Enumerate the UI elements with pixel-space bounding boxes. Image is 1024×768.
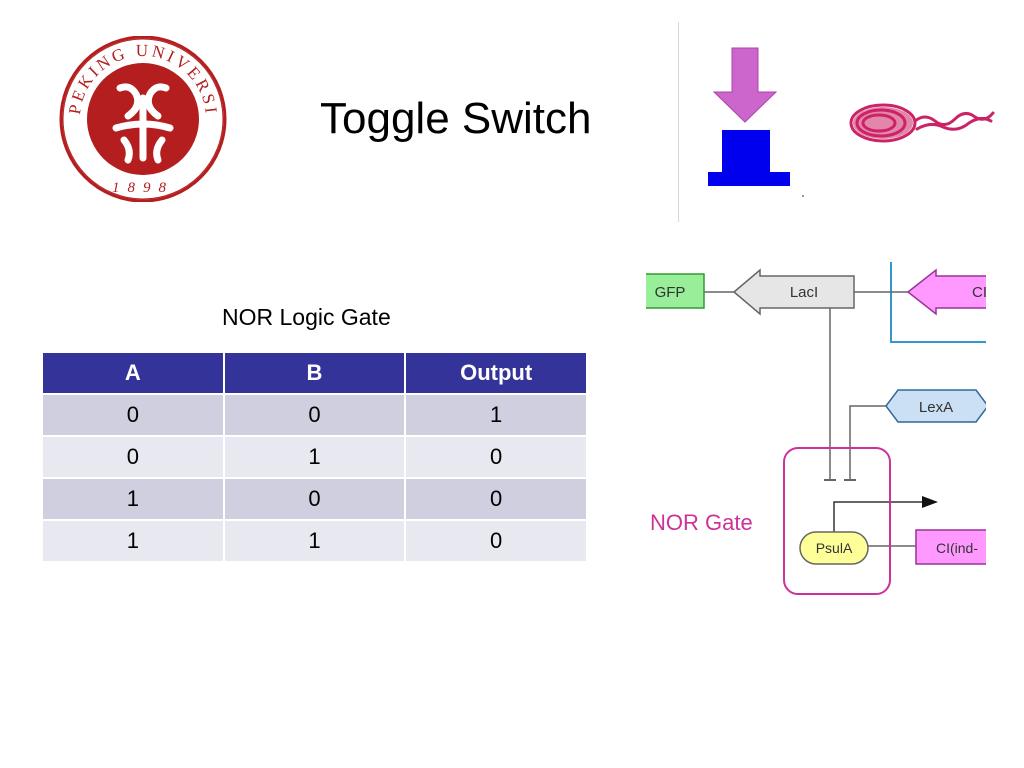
cell-output: 1 xyxy=(404,393,588,437)
nor-truth-table: A B Output 0 0 1 0 1 0 1 0 0 1 1 0 xyxy=(41,351,588,563)
table-row: 1 1 0 xyxy=(41,519,588,563)
toggle-switch-arrow-icon xyxy=(708,47,804,197)
lexa-node xyxy=(885,389,986,423)
cell-b: 0 xyxy=(222,393,407,437)
cell-a: 0 xyxy=(41,435,225,479)
header-b: B xyxy=(222,351,407,395)
slide-title: Toggle Switch xyxy=(320,94,592,143)
ci-ind-node xyxy=(915,529,986,565)
nor-gate-box xyxy=(783,447,891,595)
cell-output: 0 xyxy=(404,477,588,521)
cell-b: 0 xyxy=(222,477,407,521)
cell-a: 1 xyxy=(41,477,225,521)
psula-label: PsulA xyxy=(816,540,853,556)
laci-node xyxy=(732,268,855,316)
table-row: 0 1 0 xyxy=(41,435,588,479)
table-row: 1 0 0 xyxy=(41,477,588,521)
table-caption: NOR Logic Gate xyxy=(222,304,391,330)
table-header-row: A B Output xyxy=(41,351,588,395)
peking-university-logo: PEKING UNIVERSITY 1898 xyxy=(58,36,227,202)
ci-label: CI xyxy=(972,284,986,301)
cell-output: 0 xyxy=(404,519,588,563)
plasmid-scribble-icon xyxy=(849,103,995,143)
blue-region-outline xyxy=(890,262,986,343)
ci-node xyxy=(906,268,986,316)
header-a: A xyxy=(41,351,225,395)
gfp-node xyxy=(646,273,705,309)
gfp-label: GFP xyxy=(655,284,686,301)
ci-ind-label: CI(ind- xyxy=(936,540,978,556)
table-row: 0 0 1 xyxy=(41,393,588,437)
cell-a: 1 xyxy=(41,519,225,563)
nor-gate-circuit-diagram: GFP LacI CI LexA NOR Gate PsulA CI(ind- xyxy=(646,262,986,595)
header-output: Output xyxy=(404,351,588,395)
lexa-label: LexA xyxy=(919,399,953,416)
cell-b: 1 xyxy=(222,435,407,479)
laci-label: LacI xyxy=(790,284,818,301)
header-divider xyxy=(678,22,679,222)
psula-node xyxy=(799,531,869,565)
cell-output: 0 xyxy=(404,435,588,479)
nor-gate-label: NOR Gate xyxy=(650,510,753,535)
cell-a: 0 xyxy=(41,393,225,437)
cell-b: 1 xyxy=(222,519,407,563)
logo-year: 1898 xyxy=(112,180,174,196)
